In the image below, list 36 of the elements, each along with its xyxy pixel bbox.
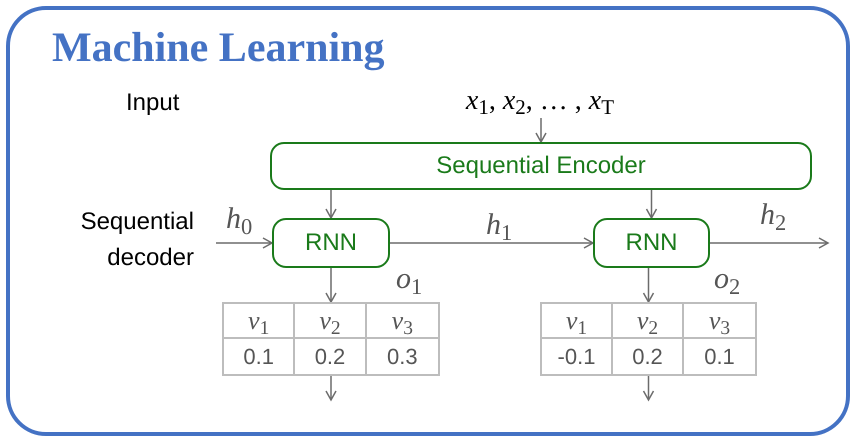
arrow (642, 376, 654, 401)
table-cell: v$_{3}$ (684, 304, 755, 339)
edge-label: o$_{2}$ (714, 262, 740, 296)
edge-label: h$_{1}$ (486, 208, 512, 242)
table-cell: v$_{1}$ (224, 304, 296, 339)
table-cell: 0.2 (613, 339, 684, 374)
title: Machine Learning (52, 24, 384, 73)
output-table (540, 302, 757, 376)
rnn-box: RNN (272, 218, 390, 268)
edge-label: o$_{1}$ (396, 262, 422, 296)
table-cell: 0.1 (224, 339, 296, 374)
arrow (535, 118, 547, 143)
output-table (222, 302, 440, 376)
edge-label: h$_{2}$ (760, 198, 786, 232)
arrow (216, 237, 273, 249)
table-cell-text: 0.3 (386, 343, 419, 371)
table-cell: v$_{2}$ (613, 304, 684, 339)
encoder-box: Sequential Encoder (270, 142, 812, 190)
table-cell: v$_{3}$ (366, 304, 438, 339)
rnn-box: RNN (593, 218, 710, 268)
input-sequence: x$_{1}$, x$_{2}$, … , x$_{T}$ (440, 84, 640, 118)
table-cell: v$_{1}$ (542, 304, 613, 339)
arrow (710, 237, 829, 249)
table-cell: 0.2 (295, 339, 367, 374)
edge-label: h$_{0}$ (226, 202, 252, 236)
arrow (390, 237, 594, 249)
arrow (325, 268, 337, 303)
row-label: Input (126, 88, 180, 118)
arrow (642, 268, 654, 303)
table-cell-text: 0.1 (703, 343, 736, 371)
table-cell: -0.1 (542, 339, 613, 374)
arrow (325, 190, 337, 219)
row-label: Sequential decoder (80, 207, 194, 273)
arrow (325, 376, 337, 401)
table-cell: v$_{2}$ (295, 304, 367, 339)
arrow (646, 190, 658, 219)
